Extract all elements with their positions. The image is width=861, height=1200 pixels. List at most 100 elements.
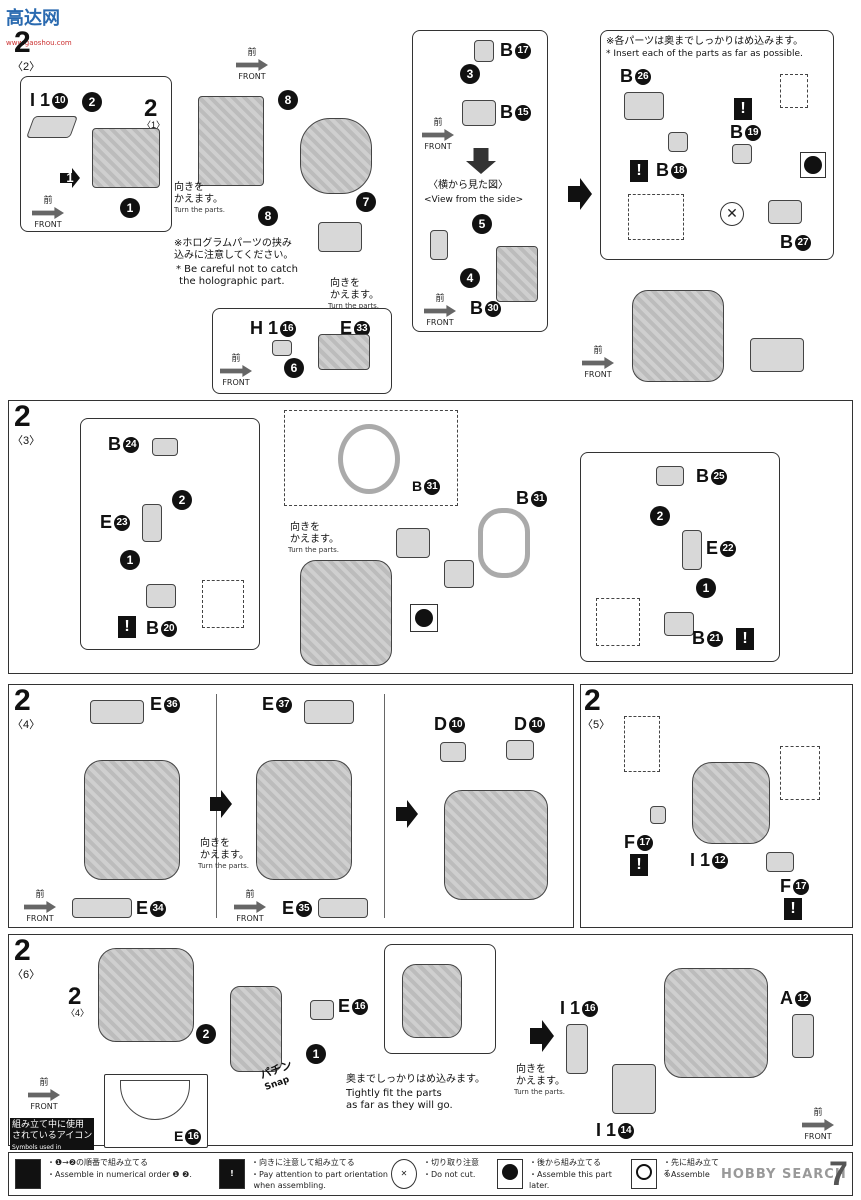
logo-sub: www.gaoshou.com (6, 39, 72, 47)
order-1: 1 (306, 1044, 326, 1064)
order-2: 2 (650, 506, 670, 526)
first-icon (631, 1159, 657, 1189)
page-number: 7 (829, 1155, 848, 1193)
turn-note-2: 向きを かえます。 (330, 278, 379, 301)
part-B31-ring (338, 424, 400, 494)
ref-step: 2 (68, 983, 82, 1010)
assembly-torso-2 (256, 760, 352, 880)
turn-note-2-en: Turn the parts. (328, 302, 380, 310)
divider (384, 694, 385, 918)
detail-box (628, 194, 684, 240)
order-4: 4 (460, 268, 480, 288)
warning-icon: ! (630, 160, 648, 182)
assembly-torso (84, 760, 180, 880)
part-B26 (624, 92, 664, 120)
warning-icon: ! (219, 1159, 245, 1189)
logo-text: 高达网 (6, 8, 60, 29)
step-sub: 〈3〉 (12, 435, 41, 447)
order-1: 1 (696, 578, 716, 598)
legend-text: ・切り取り注意 (423, 1158, 479, 1167)
detail-box (780, 74, 808, 108)
next-arrow (210, 790, 232, 818)
order-1: 1 (60, 168, 80, 188)
part-small (668, 132, 688, 152)
order-5: 5 (472, 214, 492, 234)
order-2: 2 (82, 92, 102, 112)
part-frame (230, 986, 282, 1072)
part-left-sub (396, 528, 430, 558)
legend-text-en: ・Pay attention to part orientation when … (251, 1170, 388, 1190)
part-B17 (474, 40, 494, 62)
part-B20 (146, 584, 176, 608)
side-view-title: 〈横から見た図〉 (428, 180, 508, 191)
legend-text: ・向きに注意して組み立てる (251, 1158, 355, 1167)
detail-box (624, 716, 660, 772)
later-icon (410, 604, 438, 632)
part-B21 (664, 612, 694, 636)
warning-icon: ! (734, 98, 752, 120)
part-side (750, 338, 804, 372)
step-number: 2 (14, 400, 31, 433)
assembly-torso (98, 948, 194, 1042)
part-I16 (566, 1024, 588, 1074)
legend-text-en: ・Assemble in numerical order ❶ ❷. (47, 1170, 192, 1179)
part-D10a (440, 742, 466, 762)
part-A12 (792, 1014, 814, 1058)
turn-note: 向きを かえます。 (200, 838, 249, 861)
order-2: 2 (196, 1024, 216, 1044)
turn-note-en: Turn the parts. (198, 862, 250, 870)
legend-item: ・❶→❷の順番で組み立てる ・Assemble in numerical ord… (15, 1157, 205, 1193)
part-small-stick (430, 230, 448, 260)
part-I14 (612, 1064, 656, 1114)
assembly-body-left (198, 96, 264, 186)
ref-sub: 〈1〉 (142, 120, 166, 130)
order-3: 3 (460, 64, 480, 84)
order-7: 7 (356, 192, 376, 212)
turn-note-en: Turn the parts. (514, 1088, 566, 1096)
part-I1 (25, 116, 79, 138)
side-view-title-en: <View from the side> (424, 195, 524, 205)
step-number: 2 (14, 934, 31, 967)
part-E37 (304, 700, 354, 724)
ref-sub: 〈4〉 (66, 1008, 90, 1018)
site-logo: 高达网 www.gaoshou.com (6, 4, 72, 47)
part-E33 (318, 334, 370, 370)
part-E23 (142, 504, 162, 542)
legend-item: ・後から組み立てる ・Assemble this part later. (497, 1157, 627, 1193)
legend-item: ! ・向きに注意して組み立てる ・Pay attention to part o… (219, 1157, 388, 1193)
legend-text-en: ・Assemble (663, 1170, 710, 1179)
holo-note: ※ホログラムパーツの挟み 込みに注意してください。 (174, 238, 294, 261)
part-E22 (682, 530, 702, 570)
legend-text: ・後から組み立てる (529, 1158, 601, 1167)
detail-box (780, 746, 820, 800)
next-arrow (568, 178, 592, 210)
detail-box (202, 580, 244, 628)
warning-icon: ! (784, 898, 802, 920)
assembly-torso-3 (444, 790, 548, 900)
turn-note: 向きを かえます。 (290, 522, 339, 545)
part-B27 (768, 200, 802, 224)
step-number: 2 (584, 684, 601, 717)
insert-note-en: * Insert each of the parts as far as pos… (606, 49, 803, 59)
part-E16 (310, 1000, 334, 1020)
no-cut-icon: ✕ (391, 1159, 417, 1189)
